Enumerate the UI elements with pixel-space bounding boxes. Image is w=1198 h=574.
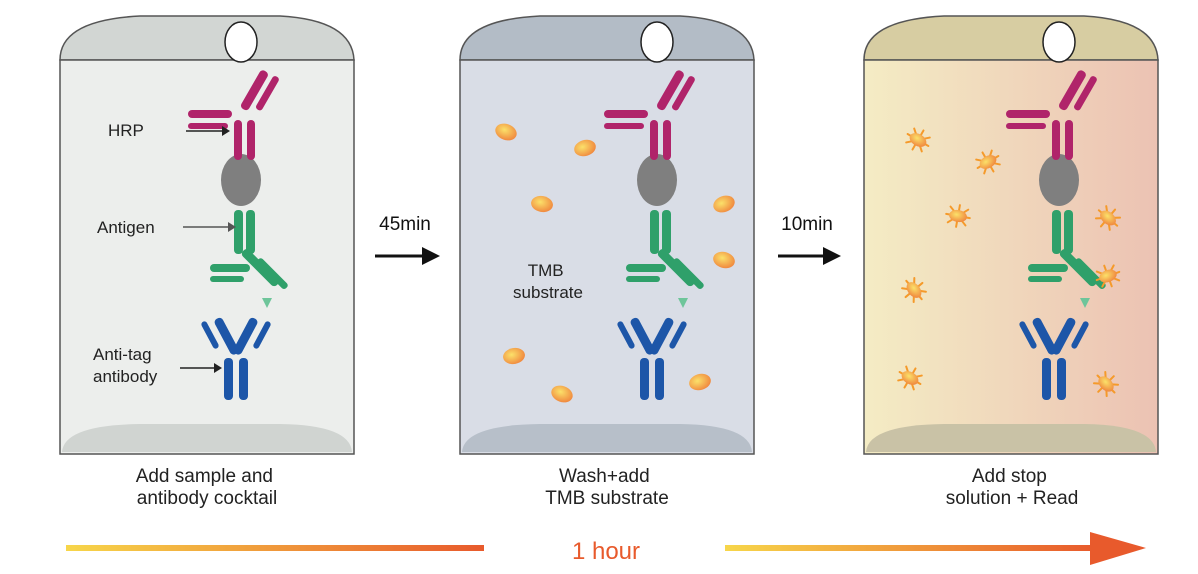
hrp-label: HRP (108, 121, 144, 140)
antigen-arrow-icon (183, 222, 236, 232)
anti-tag-arrow-icon (180, 363, 222, 373)
timeline-bar (66, 532, 1146, 565)
tube-2: TMB substrate (459, 15, 755, 455)
step-2-arrow-icon (778, 247, 841, 265)
anti-tag-label: Anti-tag antibody (93, 345, 158, 386)
tmb-substrate-label: TMB substrate (513, 261, 583, 302)
tube-3 (863, 15, 1159, 455)
step-1-arrow-icon (375, 247, 440, 265)
step-1-time: 45min (379, 214, 431, 235)
timeline-label: 1 hour (572, 538, 640, 565)
antigen-label: Antigen (97, 218, 155, 237)
timeline-arrow-icon (1090, 532, 1146, 565)
caption-step-2: Wash+add TMB substrate (545, 466, 669, 509)
tube-1: HRP Antigen Anti-tag antibody (59, 15, 355, 455)
step-2-time: 10min (781, 214, 833, 235)
hrp-arrow-icon (186, 126, 230, 136)
caption-step-3: Add stop solution + Read (946, 466, 1079, 509)
caption-step-1: Add sample and antibody cocktail (136, 466, 279, 509)
